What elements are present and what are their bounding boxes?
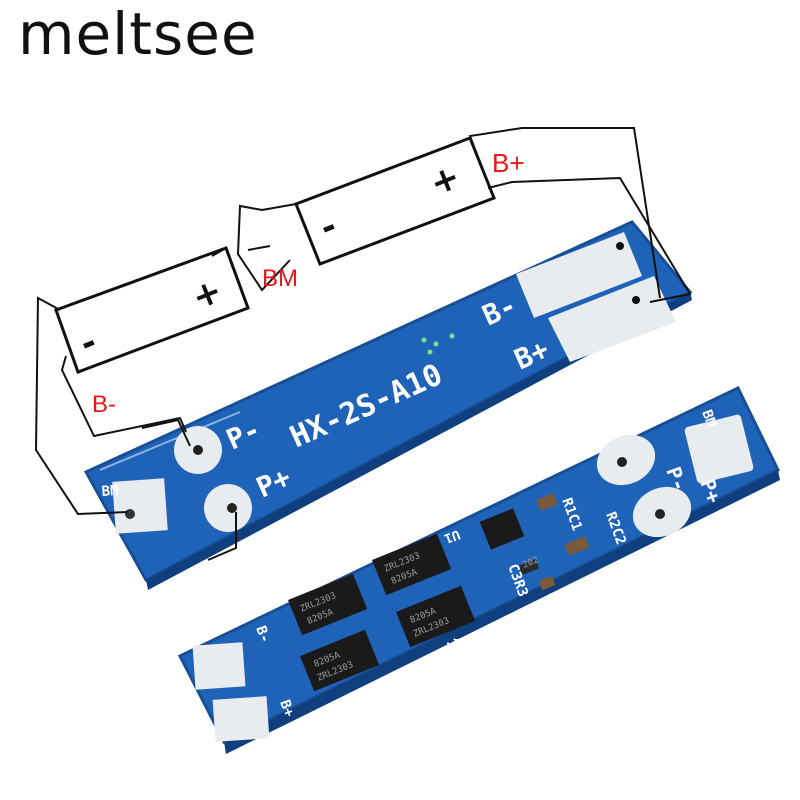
mosfet-q1: ZRL2303 8205A: [288, 573, 368, 636]
protection-ic-u1: [479, 508, 525, 550]
front-pad-b-minus-hole: [616, 242, 624, 250]
front-board: HX-2S-A10 B- B+ P- P+ BM: [83, 220, 693, 590]
lower-cell-body: [54, 246, 250, 374]
back-ref-q4: Q4: [444, 634, 464, 654]
wire-label-b-plus: B+: [492, 148, 525, 178]
front-pad-p-plus-hole: [227, 503, 237, 513]
resistor-r3: [518, 558, 540, 576]
brand-watermark: meltsee: [18, 0, 258, 68]
mosfet-body: [300, 629, 380, 692]
back-ref-u1: U1: [442, 526, 462, 546]
wire-interconnect: [211, 247, 227, 257]
back-pad-b-minus: [192, 642, 246, 690]
back-label-bm: BM: [698, 408, 719, 429]
back-pad-p-minus-hole: [617, 457, 627, 467]
upper-battery-cell: - +: [294, 136, 496, 266]
back-pad-p-plus-hole: [655, 509, 665, 519]
front-pad-b-minus: [516, 232, 642, 318]
front-via: [427, 349, 433, 355]
capacitor: [536, 493, 558, 511]
front-via: [421, 337, 427, 343]
back-label-b-plus: B+: [276, 698, 297, 719]
mosfet-q4: 8205A ZRL2303: [396, 585, 476, 648]
mosfet-body: [288, 573, 368, 636]
front-board-edge: [146, 292, 692, 590]
back-pad-b-plus: [212, 696, 270, 742]
mosfet-q3: 8205A ZRL2303: [300, 629, 380, 692]
wire-label-bm: BM: [262, 265, 298, 292]
back-board-edge: [224, 470, 780, 754]
wire-p-plus-lead: [207, 512, 237, 561]
wire-bm: [236, 203, 297, 292]
front-via: [449, 333, 455, 339]
front-silk-outline: [99, 411, 241, 471]
front-via: [433, 341, 439, 347]
wire-bm-outer: [34, 296, 129, 516]
front-pad-bm: [112, 478, 168, 534]
wire-b-plus-lead: [487, 176, 692, 303]
back-board: ZRL2303 8205A ZRL2303 8205A 8205A ZRL230…: [177, 386, 781, 754]
front-pad-b-plus: [548, 276, 676, 362]
front-pad-b-plus-hole: [632, 296, 640, 304]
back-pad-bm: [684, 414, 754, 484]
back-ref-q3: Q3: [340, 688, 360, 707]
wire-b-minus: [60, 355, 187, 438]
mosfet-q2: ZRL2303 8205A: [372, 533, 452, 596]
lower-battery-cell: - +: [54, 246, 250, 374]
upper-cell-body: [294, 136, 496, 266]
mosfet-body: [372, 533, 452, 596]
wire-label-b-minus: B-: [92, 391, 116, 418]
wire-b-plus: [468, 127, 661, 299]
wiring-diagram: [34, 127, 692, 561]
back-label-b-minus: B-: [252, 624, 273, 645]
front-pad-p-minus-hole: [193, 445, 203, 455]
front-label-bm: BM: [101, 483, 119, 500]
capacitor-c3: [538, 575, 556, 591]
front-pad-bm-hole: [125, 509, 135, 519]
capacitor: [564, 536, 590, 556]
mosfet-body: [396, 585, 476, 648]
wire-p-minus-lead: [141, 418, 191, 447]
wire-bm-join: [247, 245, 271, 251]
